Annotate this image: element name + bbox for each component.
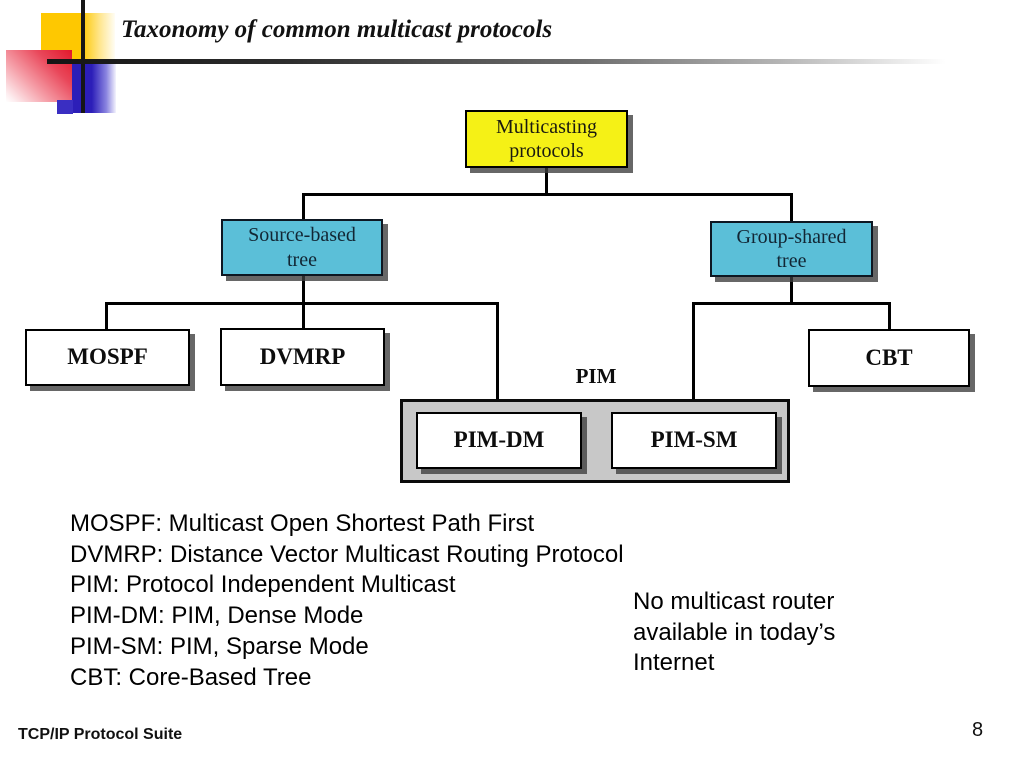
definition-line: CBT: Core-Based Tree (70, 663, 312, 691)
connector-to-source-tree (302, 193, 305, 221)
definition-line: PIM-SM: PIM, Sparse Mode (70, 632, 369, 660)
connector-right-horizontal (692, 302, 891, 305)
connector-to-pim-dm (496, 302, 499, 414)
protocol-definitions: MOSPF: Multicast Open Shortest Path Firs… (70, 509, 624, 693)
connector-left-horizontal (105, 302, 499, 305)
connector-group-down (790, 277, 793, 305)
connector-to-cbt (888, 302, 891, 331)
connector-to-pim-sm (692, 302, 695, 414)
note-line: No multicast router (633, 588, 835, 615)
node-label-line: Multicasting (495, 115, 598, 138)
node-label-line: Source-based (248, 224, 356, 247)
node-pim-dm: PIM-DM (416, 412, 582, 469)
connector-to-mospf (105, 302, 108, 331)
footer-book-title: TCP/IP Protocol Suite (18, 726, 183, 743)
decoration-vertical-line (81, 0, 85, 113)
node-label-line: protocols (509, 140, 584, 162)
connector-level1-horizontal (302, 193, 793, 196)
note-line: Internet (633, 649, 715, 677)
connector-to-group-tree (790, 193, 793, 223)
node-cbt: CBT (808, 329, 970, 387)
node-label-line: tree (287, 248, 317, 271)
decoration-red-square (6, 50, 72, 102)
decoration-blue-step (57, 100, 73, 114)
page-number: 8 (972, 719, 984, 741)
definition-line: PIM-DM: PIM, Dense Mode (70, 602, 364, 630)
decoration-horizontal-rule (47, 59, 1024, 64)
node-label: DVMRP (259, 343, 346, 369)
node-mospf: MOSPF (25, 329, 190, 386)
definition-line: MOSPF: Multicast Open Shortest Path Firs… (70, 510, 535, 537)
connector-root-down (545, 168, 548, 195)
node-label: MOSPF (67, 344, 148, 370)
node-label: PIM-DM (453, 427, 545, 453)
node-label: CBT (865, 344, 913, 370)
slide-title: Taxonomy of common multicast protocols (121, 16, 553, 43)
node-group-shared-tree: Group-shared tree (710, 221, 873, 277)
node-source-based-tree: Source-based tree (221, 219, 383, 276)
definition-line: PIM: Protocol Independent Multicast (70, 571, 456, 599)
node-label-line: tree (776, 250, 807, 272)
node-pim-sm: PIM-SM (611, 412, 777, 469)
side-note: No multicast router available in today’s… (633, 587, 835, 679)
node-dvmrp: DVMRP (220, 328, 385, 386)
node-label-line: Group-shared (736, 225, 847, 248)
node-multicasting-protocols: Multicasting protocols (465, 110, 628, 168)
node-label: PIM-SM (650, 427, 738, 453)
note-line: available in today’s (633, 618, 836, 646)
definition-line: DVMRP: Distance Vector Multicast Routing… (70, 540, 624, 568)
pim-group-label: PIM (575, 364, 617, 388)
decoration-blue-square (72, 63, 116, 113)
